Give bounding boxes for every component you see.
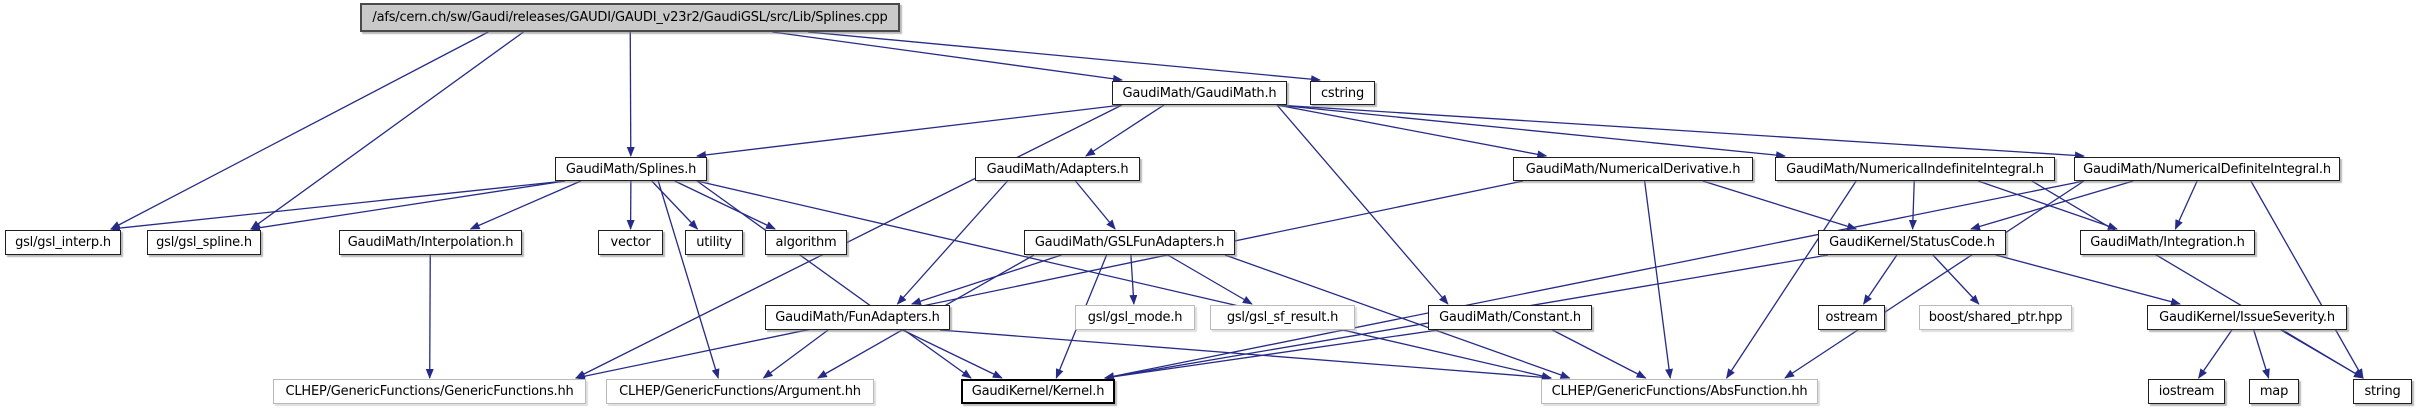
graph-node-absfunction_hh[interactable]: CLHEP/GenericFunctions/AbsFunction.hh — [1541, 379, 1818, 404]
include-edge-splines_cpp-to-splines_h — [626, 31, 635, 157]
graph-node-boost_shared_ptr[interactable]: boost/shared_ptr.hpp — [1919, 305, 2072, 330]
graph-node-funadapters_h[interactable]: GaudiMath/FunAdapters.h — [765, 305, 950, 330]
include-edge-constant_h-to-kernel_h — [1104, 329, 1439, 381]
include-edge-gaudimath_h-to-genericfunctions_hh — [575, 104, 1123, 379]
graph-node-gsl_mode[interactable]: gsl/gsl_mode.h — [1075, 305, 1195, 330]
graph-node-splines_cpp[interactable]: /afs/cern.ch/sw/Gaudi/releases/GAUDI/GAU… — [360, 3, 900, 32]
include-edge-numderiv_h-to-genericfunctions_hh — [575, 180, 1524, 381]
include-edge-splines_h-to-interpolation_h — [469, 180, 582, 230]
include-edge-splines_h-to-gsl_spline — [250, 180, 566, 232]
include-edge-gaudimath_h-to-numindef_h — [1276, 104, 1786, 160]
include-edge-splines_h-to-argument_hh — [657, 180, 720, 379]
graph-node-numderiv_h[interactable]: GaudiMath/NumericalDerivative.h — [1513, 157, 1753, 181]
graph-node-kernel_h[interactable]: GaudiKernel/Kernel.h — [961, 379, 1115, 404]
include-edge-splines_cpp-to-gsl_spline — [250, 31, 524, 230]
graph-node-string[interactable]: string — [2353, 379, 2412, 404]
include-edge-gslfunadapters_h-to-gsl_sf_result — [1167, 254, 1253, 305]
graph-node-splines_h[interactable]: GaudiMath/Splines.h — [555, 157, 707, 181]
include-edge-splines_cpp-to-gsl_interp — [110, 31, 489, 230]
include-edge-splines_cpp-to-cstring — [808, 31, 1321, 84]
include-edge-numdef_h-to-statuscode_h — [1970, 180, 2134, 231]
include-edge-issueseverity_h-to-map — [2253, 329, 2270, 379]
include-edge-issueseverity_h-to-iostream — [2198, 329, 2233, 379]
include-edge-splines_h-to-absfunction_hh — [696, 180, 1552, 380]
graph-node-adapters_h[interactable]: GaudiMath/Adapters.h — [975, 157, 1140, 181]
include-edge-gslfunadapters_h-to-gsl_mode — [1129, 254, 1138, 305]
include-edge-constant_h-to-absfunction_hh — [1552, 329, 1647, 379]
include-edge-numdef_h-to-string — [2250, 180, 2364, 379]
graph-node-issueseverity_h[interactable]: GaudiKernel/IssueSeverity.h — [2147, 305, 2347, 330]
include-edge-gaudimath_h-to-adapters_h — [1085, 104, 1165, 157]
include-edge-adapters_h-to-funadapters_h — [896, 180, 1008, 305]
include-edge-adapters_h-to-gslfunadapters_h — [1074, 180, 1116, 230]
graph-node-argument_hh[interactable]: CLHEP/GenericFunctions/Argument.hh — [606, 379, 874, 404]
graph-node-algorithm[interactable]: algorithm — [765, 230, 847, 255]
graph-node-utility[interactable]: utility — [685, 230, 743, 255]
graph-node-numdef_h[interactable]: GaudiMath/NumericalDefiniteIntegral.h — [2074, 157, 2340, 181]
include-edge-statuscode_h-to-issueseverity_h — [1995, 254, 2181, 306]
include-edge-splines_h-to-algorithm — [674, 180, 776, 230]
include-edge-splines_cpp-to-gaudimath_h — [772, 31, 1123, 83]
include-edge-gaudimath_h-to-constant_h — [1276, 104, 1449, 305]
include-edge-funadapters_h-to-argument_hh — [762, 329, 829, 379]
include-edge-statuscode_h-to-ostream — [1863, 254, 1898, 305]
graph-node-iostream[interactable]: iostream — [2148, 379, 2225, 404]
graph-node-gslfunadapters_h[interactable]: GaudiMath/GSLFunAdapters.h — [1024, 230, 1235, 255]
include-edge-numdef_h-to-integration_h — [2174, 180, 2198, 230]
include-edge-numindef_h-to-absfunction_hh — [1726, 180, 1857, 379]
graph-node-vector[interactable]: vector — [598, 230, 663, 255]
include-edge-numderiv_h-to-statuscode_h — [1702, 180, 1858, 231]
include-edge-gslfunadapters_h-to-funadapters_h — [910, 254, 1062, 305]
include-edge-gaudimath_h-to-numderiv_h — [1276, 104, 1548, 159]
graph-node-interpolation_h[interactable]: GaudiMath/Interpolation.h — [339, 230, 522, 255]
include-edge-splines_h-to-utility — [651, 180, 699, 230]
graph-node-genericfunctions_hh[interactable]: CLHEP/GenericFunctions/GenericFunctions.… — [273, 379, 586, 404]
graph-node-integration_h[interactable]: GaudiMath/Integration.h — [2080, 230, 2255, 255]
include-edge-numindef_h-to-statuscode_h — [1908, 180, 1917, 230]
graph-node-gaudimath_h[interactable]: GaudiMath/GaudiMath.h — [1112, 81, 1287, 105]
graph-node-gsl_sf_result[interactable]: gsl/gsl_sf_result.h — [1210, 305, 1355, 330]
graph-node-ostream[interactable]: ostream — [1818, 305, 1885, 330]
graph-node-gsl_spline[interactable]: gsl/gsl_spline.h — [147, 230, 261, 255]
include-edge-splines_h-to-gsl_interp — [110, 180, 566, 233]
graph-node-constant_h[interactable]: GaudiMath/Constant.h — [1428, 305, 1592, 330]
graph-node-statuscode_h[interactable]: GaudiKernel/StatusCode.h — [1818, 230, 2006, 255]
include-edge-gaudimath_h-to-numdef_h — [1276, 104, 2085, 160]
graph-node-cstring[interactable]: cstring — [1310, 81, 1375, 105]
include-edge-numdef_h-to-kernel_h — [1104, 180, 2085, 381]
graph-node-gsl_interp[interactable]: gsl/gsl_interp.h — [5, 230, 121, 255]
include-edge-gslfunadapters_h-to-absfunction_hh — [1224, 254, 1571, 379]
include-edge-splines_h-to-kernel_h — [696, 180, 972, 379]
include-edge-statuscode_h-to-boost_shared_ptr — [1932, 254, 1980, 305]
include-edge-interpolation_h-to-genericfunctions_hh — [425, 254, 434, 379]
include-edge-numderiv_h-to-absfunction_hh — [1643, 180, 1674, 379]
include-edge-gaudimath_h-to-splines_h — [696, 104, 1123, 159]
include-edge-issueseverity_h-to-string — [2280, 329, 2364, 379]
graph-node-numindef_h[interactable]: GaudiMath/NumericalIndefiniteIntegral.h — [1775, 157, 2055, 181]
include-edge-funadapters_h-to-kernel_h — [902, 329, 1003, 379]
graph-node-map[interactable]: map — [2249, 379, 2299, 404]
include-edge-numdef_h-to-absfunction_hh — [1784, 180, 2085, 379]
